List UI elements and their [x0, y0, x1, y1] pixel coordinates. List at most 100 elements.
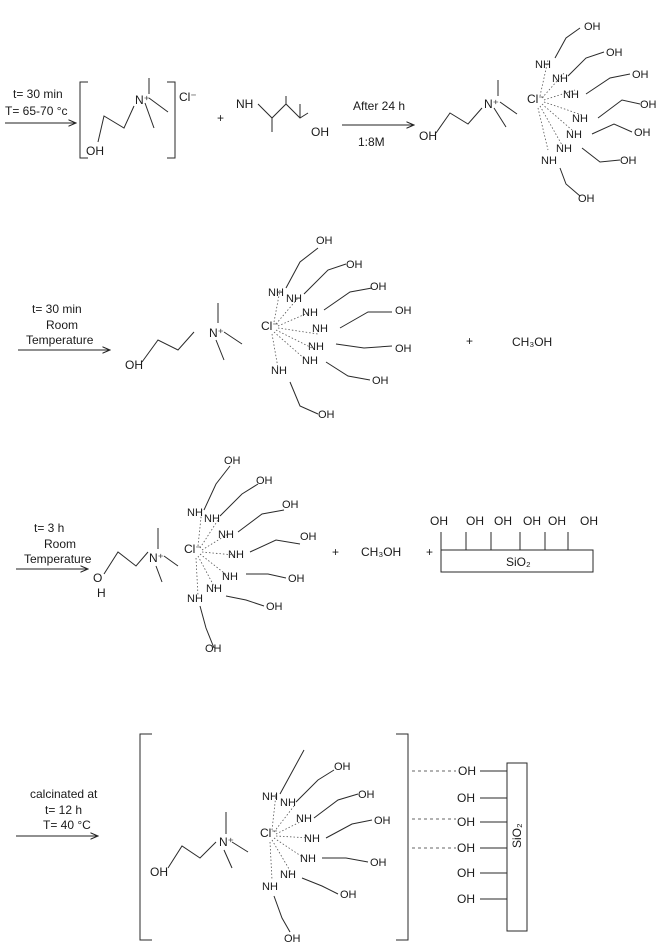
des-complex-1: OH N⁺ Cl⁻ NH NH NH NH NH NH NH OH OH OH … — [419, 21, 657, 205]
svg-text:OH: OH — [370, 857, 387, 869]
svg-text:NH: NH — [271, 365, 287, 377]
svg-text:N⁺: N⁺ — [135, 93, 150, 107]
svg-text:NH: NH — [572, 113, 588, 125]
svg-text:N⁺: N⁺ — [219, 835, 234, 849]
svg-text:OH: OH — [288, 573, 305, 585]
svg-text:OH: OH — [548, 514, 566, 528]
silica-surface-flat: SiO₂ OH OH OH OH OH OH — [430, 514, 598, 573]
svg-text:OH: OH — [316, 235, 333, 247]
svg-text:NH: NH — [228, 549, 244, 561]
svg-text:OH: OH — [457, 791, 475, 805]
svg-text:OH: OH — [256, 475, 273, 487]
svg-text:calcinated at: calcinated at — [30, 787, 98, 801]
svg-text:OH: OH — [266, 601, 283, 613]
svg-text:OH: OH — [523, 514, 541, 528]
step4-conditions: calcinated at t= 12 h T= 40 °C — [30, 787, 98, 832]
svg-text:OH: OH — [300, 531, 317, 543]
svg-text:OH: OH — [580, 514, 598, 528]
svg-text:NH: NH — [541, 155, 557, 167]
des-complex-4: OH N⁺ Cl⁻ NH NH NH NH NH NH NH OH OH OH … — [150, 749, 391, 945]
svg-text:NH: NH — [304, 833, 320, 845]
svg-text:NH: NH — [262, 881, 278, 893]
svg-text:After 24 h: After 24 h — [353, 99, 405, 113]
step1-plus: + — [217, 111, 224, 125]
svg-text:OH: OH — [620, 155, 637, 167]
svg-text:OH: OH — [419, 129, 437, 143]
svg-text:OH: OH — [318, 409, 335, 421]
svg-text:N⁺: N⁺ — [484, 97, 499, 111]
svg-text:SiO₂: SiO₂ — [510, 823, 524, 848]
svg-text:NH: NH — [556, 143, 572, 155]
svg-text:OH: OH — [395, 343, 412, 355]
svg-text:OH: OH — [125, 358, 143, 372]
step3-plus-2: + — [426, 545, 433, 559]
svg-text:OH: OH — [457, 866, 475, 880]
svg-text:OH: OH — [457, 815, 475, 829]
svg-text:NH: NH — [280, 869, 296, 881]
svg-text:OH: OH — [374, 815, 391, 827]
svg-text:NH: NH — [204, 513, 220, 525]
svg-text:NH: NH — [187, 507, 203, 519]
svg-text:NH: NH — [563, 89, 579, 101]
supramolecular-bracket — [139, 733, 409, 941]
svg-text:NH: NH — [262, 791, 278, 803]
svg-text:1:8M: 1:8M — [358, 135, 385, 149]
svg-text:OH: OH — [284, 933, 301, 945]
step2-methanol: CH₃OH — [512, 335, 552, 349]
svg-text:H: H — [97, 586, 106, 600]
step2-conditions: t= 30 min Room Temperature — [26, 302, 94, 347]
hydrogen-bonds — [412, 770, 456, 849]
svg-text:t= 30 min: t= 30 min — [32, 302, 82, 316]
svg-text:Cl⁻: Cl⁻ — [527, 92, 545, 106]
svg-text:OH: OH — [282, 499, 299, 511]
svg-text:OH: OH — [457, 892, 475, 906]
svg-text:NH: NH — [302, 355, 318, 367]
svg-text:OH: OH — [372, 375, 389, 387]
svg-text:OH: OH — [205, 643, 222, 655]
svg-text:OH: OH — [358, 789, 375, 801]
svg-text:NH: NH — [280, 797, 296, 809]
svg-text:OH: OH — [634, 127, 651, 139]
svg-text:OH: OH — [458, 764, 476, 778]
svg-text:Temperature: Temperature — [26, 333, 94, 347]
svg-text:NH: NH — [552, 73, 568, 85]
svg-text:Cl⁻: Cl⁻ — [184, 542, 202, 556]
svg-text:O: O — [93, 571, 102, 585]
svg-text:OH: OH — [311, 125, 329, 139]
svg-text:OH: OH — [640, 99, 657, 111]
svg-text:t= 30 min: t= 30 min — [13, 87, 63, 101]
svg-text:NH: NH — [300, 853, 316, 865]
svg-text:NH: NH — [566, 129, 582, 141]
svg-text:Room: Room — [46, 318, 78, 332]
svg-text:OH: OH — [340, 889, 357, 901]
svg-text:OH: OH — [584, 21, 601, 33]
svg-text:OH: OH — [224, 455, 241, 467]
svg-text:OH: OH — [334, 761, 351, 773]
svg-text:Room: Room — [44, 537, 76, 551]
svg-text:t= 3 h: t= 3 h — [34, 521, 64, 535]
svg-text:Cl⁻: Cl⁻ — [261, 319, 279, 333]
step3-plus-1: + — [332, 545, 339, 559]
svg-text:Temperature: Temperature — [24, 552, 92, 566]
step1-conditions: t= 30 min T= 65-70 °c — [5, 87, 68, 118]
svg-text:NH: NH — [535, 59, 551, 71]
svg-text:OH: OH — [395, 305, 412, 317]
svg-text:NH: NH — [222, 571, 238, 583]
svg-text:T= 65-70 °c: T= 65-70 °c — [5, 104, 68, 118]
svg-text:NH: NH — [312, 323, 328, 335]
svg-text:SiO₂: SiO₂ — [506, 555, 531, 569]
svg-text:NH: NH — [218, 529, 234, 541]
des-complex-3: O H N⁺ Cl⁻ NH NH NH NH NH NH NH OH OH OH… — [93, 455, 317, 655]
svg-text:OH: OH — [86, 144, 104, 158]
svg-text:t= 12 h: t= 12 h — [45, 803, 82, 817]
svg-text:NH: NH — [187, 593, 203, 605]
choline-chloride-bracketed: OH N⁺ Cl⁻ — [79, 78, 197, 159]
silica-surface-vertical: SiO₂ OH OH OH OH OH OH — [457, 762, 528, 932]
svg-text:NH: NH — [302, 307, 318, 319]
svg-text:OH: OH — [494, 514, 512, 528]
svg-text:OH: OH — [578, 193, 595, 205]
step3-methanol: CH₃OH — [361, 545, 401, 559]
svg-text:N⁺: N⁺ — [149, 551, 164, 565]
des-complex-2: OH N⁺ Cl⁻ NH NH NH NH NH NH NH OH OH OH … — [125, 235, 412, 421]
